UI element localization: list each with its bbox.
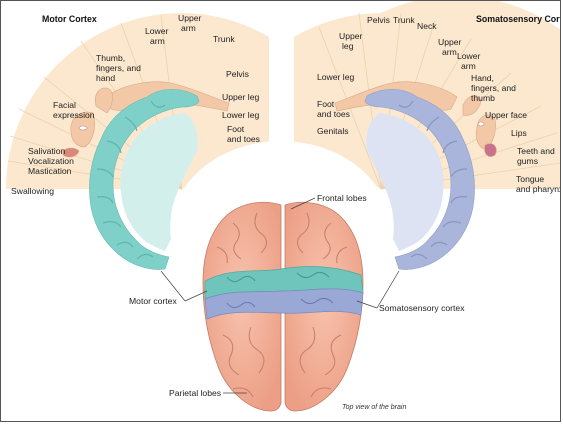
somato-label-lips: Lips [511, 128, 527, 138]
somato-cortex-title: Somatosensory Cortex [476, 14, 561, 24]
somato-label-lowerarm-2: arm [461, 61, 476, 71]
somato-label-pelvis: Pelvis [367, 15, 390, 25]
somato-label-genitals: Genitals [317, 126, 349, 136]
somatosensory-cortex-label: Somatosensory cortex [379, 303, 465, 313]
motor-label-foot-2: and toes [227, 134, 260, 144]
somato-label-teeth-2: gums [517, 156, 538, 166]
somato-label-upperarm-2: arm [442, 47, 457, 57]
somato-label-upperleg-2: leg [342, 41, 354, 51]
somato-label-tongue-2: and pharynx [516, 184, 561, 194]
motor-label-swallowing: Swallowing [11, 186, 54, 196]
motor-label-trunk: Trunk [213, 34, 235, 44]
motor-label-thumb-1: Thumb, [96, 53, 125, 63]
motor-label-mastication: Mastication [28, 166, 72, 176]
top-view-caption: Top view of the brain [342, 404, 406, 411]
somato-label-hand-3: thumb [471, 93, 495, 103]
motor-label-vocalization: Vocalization [28, 156, 74, 166]
somato-label-hand-2: fingers, and [471, 83, 516, 93]
somato-label-upperleg-1: Upper [339, 31, 363, 41]
somato-label-lowerarm-1: Lower [457, 51, 481, 61]
motor-label-pelvis: Pelvis [226, 69, 249, 79]
motor-label-upperarm-2: arm [181, 23, 196, 33]
somato-label-foot-2: and toes [317, 109, 350, 119]
motor-label-upperarm-1: Upper [178, 13, 202, 23]
somato-label-upperface: Upper face [485, 110, 527, 120]
motor-label-lowerleg: Lower leg [222, 110, 259, 120]
somato-label-teeth-1: Teeth and [517, 146, 555, 156]
motor-label-thumb-2: fingers, and [96, 63, 141, 73]
motor-cortex-title: Motor Cortex [42, 14, 97, 24]
somato-label-trunk: Trunk [393, 15, 415, 25]
parietal-lobes-label: Parietal lobes [169, 388, 221, 398]
motor-label-lowerarm-2: arm [150, 36, 165, 46]
motor-label-facial-1: Facial [53, 100, 76, 110]
somato-label-neck: Neck [417, 21, 437, 31]
motor-label-salivation: Salivation [28, 146, 65, 156]
motor-label-upperleg: Upper leg [222, 92, 259, 102]
somato-label-lowerleg: Lower leg [317, 72, 354, 82]
motor-label-thumb-3: hand [96, 73, 115, 83]
somato-label-hand-1: Hand, [471, 73, 494, 83]
motor-label-facial-2: expression [53, 110, 95, 120]
motor-label-lowerarm-1: Lower [145, 26, 169, 36]
motor-label-foot-1: Foot [227, 124, 245, 134]
motor-cortex-label: Motor cortex [129, 296, 177, 306]
somato-label-foot-1: Foot [317, 99, 335, 109]
somato-label-upperarm-1: Upper [438, 37, 462, 47]
somato-label-tongue-1: Tongue [516, 174, 544, 184]
frontal-lobes-label: Frontal lobes [317, 193, 367, 203]
